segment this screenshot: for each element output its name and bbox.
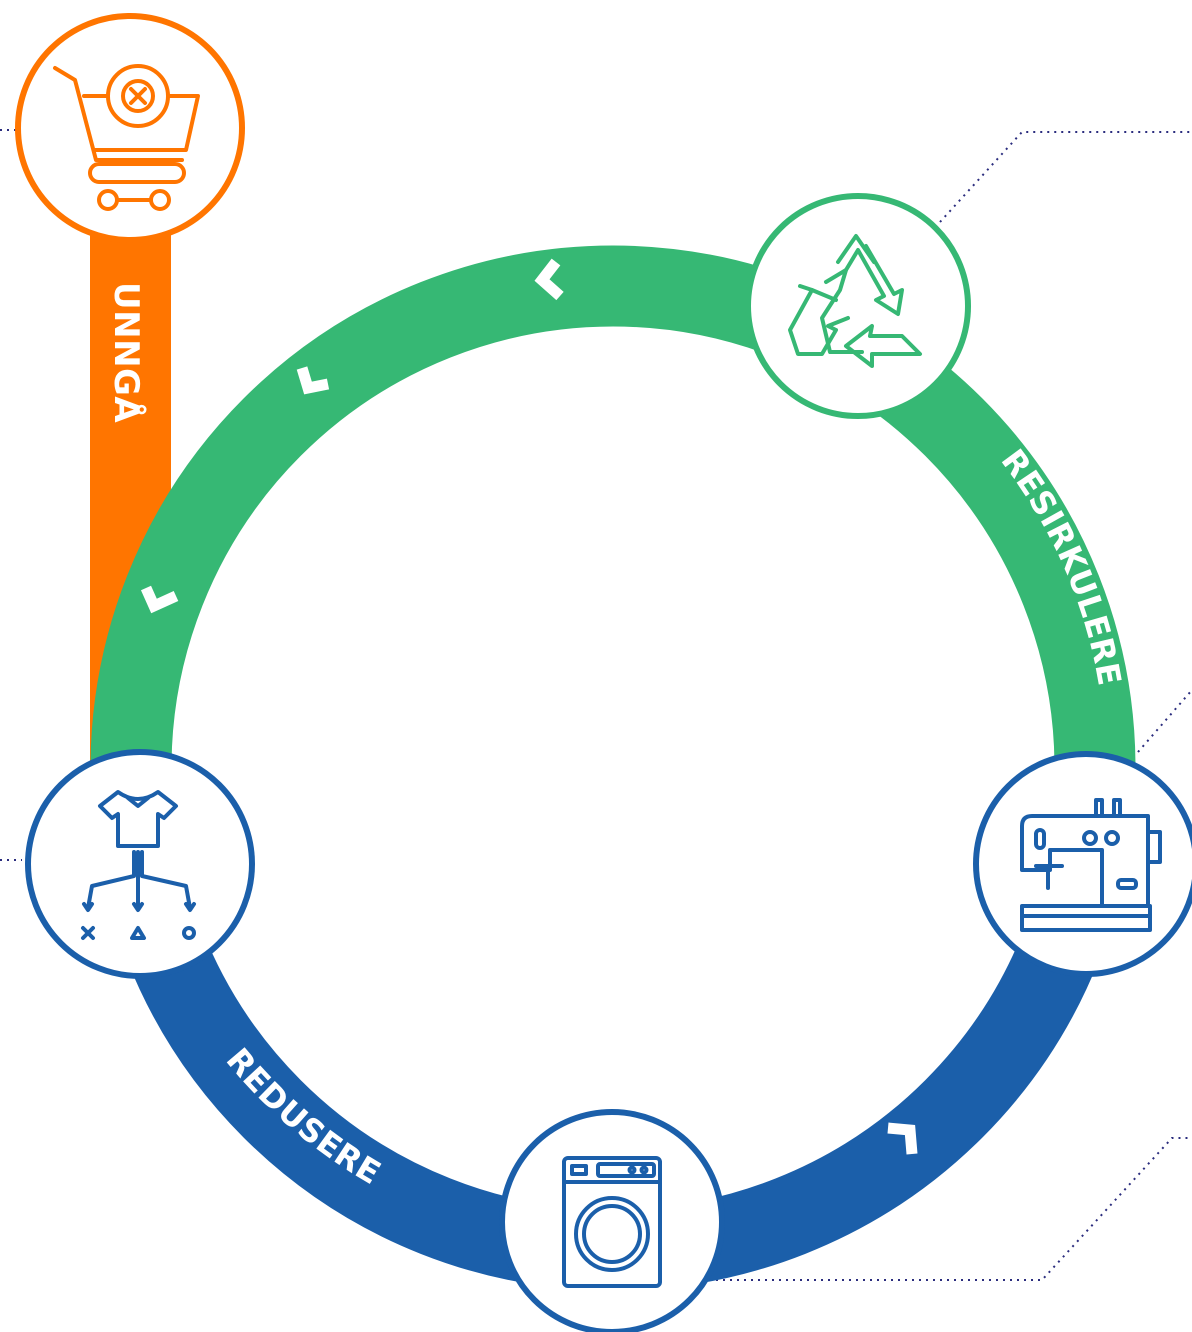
connector-lines [0,129,1192,1281]
connector-line-repair [1137,689,1192,753]
chevron-icon [140,585,179,614]
washing-machine-icon [562,1156,662,1288]
tshirt-choices-icon [81,790,196,940]
chevron-icon [296,366,330,395]
recycle-node [745,193,971,419]
sewing-machine-icon [1020,798,1162,932]
avoid-label: UNNGÅ [106,282,147,423]
chevron-icon [534,258,564,301]
shopping-cart-cancel-icon [53,64,200,211]
recycle-icon [788,234,922,368]
choose-node [25,749,255,979]
connector-line-recycle [939,131,1192,223]
repair-node [973,751,1192,977]
recycle-ring-segment [90,245,1136,769]
direction-chevrons [140,258,918,1155]
avoid-node [15,13,245,243]
chevron-icon [887,1122,918,1155]
connector-line-wash [716,1137,1192,1281]
wash-node [499,1109,725,1332]
